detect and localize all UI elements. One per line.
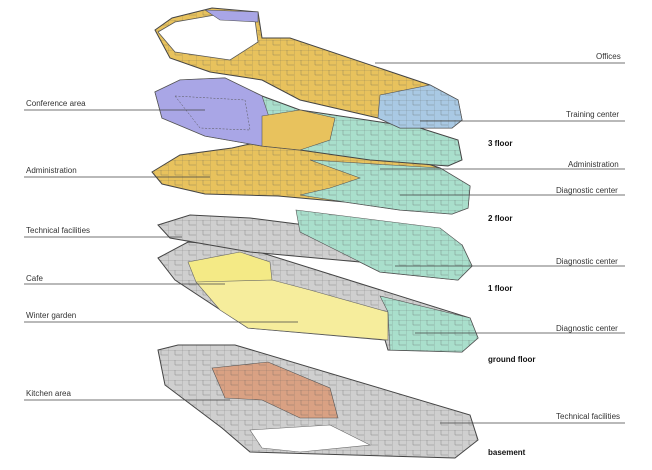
label-winter-garden: Winter garden [26,311,77,320]
label-cafe: Cafe [26,274,43,283]
label-administration-right: Administration [568,160,619,169]
leader-lines [24,62,625,424]
floor-label-ground: ground floor [488,355,536,364]
ground-winter-garden-zone [195,279,389,341]
floor-label-basement: basement [488,448,526,457]
label-conference-area: Conference area [26,99,86,108]
third-conference-zone [154,77,271,147]
floor-label-2: 2 floor [488,214,513,223]
top-purple-zone [203,9,259,23]
first-floor-plate [157,209,473,281]
label-training-center: Training center [566,110,620,119]
third-admin-zone [261,109,336,151]
label-offices: Offices [596,52,621,61]
second-floor-plate [151,127,471,215]
basement-plate [157,344,479,459]
label-diagnostic-center-2: Diagnostic center [556,186,618,195]
top-open-frame [157,14,259,61]
label-technical-facilities-left: Technical facilities [26,226,91,235]
label-administration-left: Administration [26,166,77,175]
ground-floor-plate [157,241,479,353]
label-diagnostic-center-1: Diagnostic center [556,257,618,266]
basement-void [249,424,372,453]
third-floor-plate [154,77,463,167]
top-floor-plate [154,7,463,129]
floor-label-1: 1 floor [488,284,513,293]
label-diagnostic-center-ground: Diagnostic center [556,324,618,333]
label-technical-facilities-right: Technical facilities [556,412,621,421]
floor-label-3: 3 floor [488,139,513,148]
label-kitchen-area: Kitchen area [26,389,71,398]
